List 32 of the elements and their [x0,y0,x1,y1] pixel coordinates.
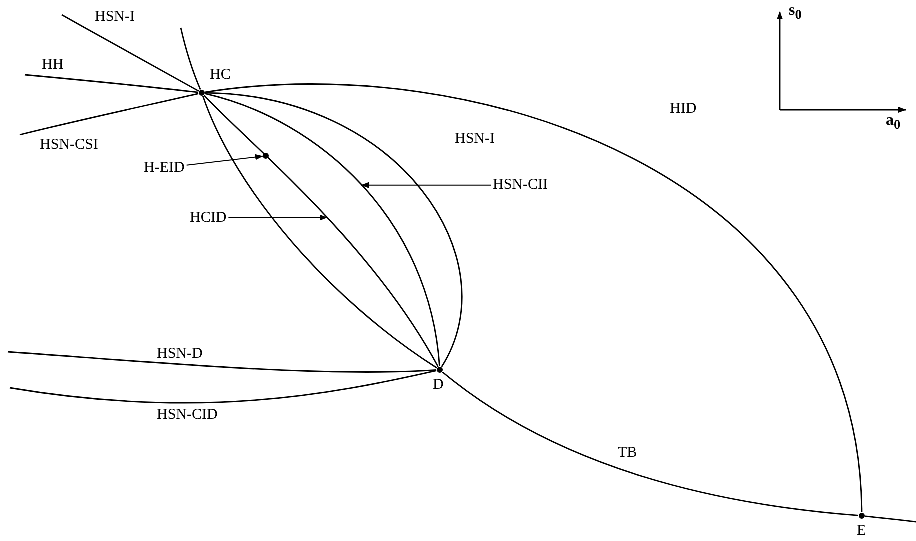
point-label: D [433,376,444,394]
axis-label: s$_{0}$ [789,2,802,24]
bifurcation-curve [20,93,199,136]
bifurcation-curve [205,84,863,513]
point-marker [859,513,865,519]
leader-arrow [186,154,264,166]
edge-label: HID [670,100,697,118]
point-label: HC [210,66,231,84]
leader-arrow [361,182,492,188]
bifurcation-curve [865,516,916,523]
bifurcation-curve [442,372,859,516]
bifurcation-curve [10,370,437,404]
curve-label: HCID [190,208,227,227]
edge-label: HH [42,56,64,74]
bifurcation-curve [24,74,199,94]
edge-label: HSN-I [455,130,495,148]
bifurcation-curve [8,351,437,373]
curve-label: HSN-CII [493,176,548,194]
point-marker [263,153,270,160]
point-marker [437,367,443,373]
edge-label: TB [618,444,638,462]
edge-label: HSN-CSI [40,136,98,154]
axis-label: a$_{0}$ [886,112,901,134]
edge-label: HSN-CID [157,406,218,424]
edge-label: HSN-D [157,345,203,363]
edge-label: HSN-I [95,8,135,26]
point-marker [199,90,205,96]
bifurcation-curve [180,28,202,90]
curve-label: H-EID [144,159,185,178]
leader-arrow [228,214,328,221]
bifurcation-curve [62,14,200,92]
point-label: E [857,522,866,540]
